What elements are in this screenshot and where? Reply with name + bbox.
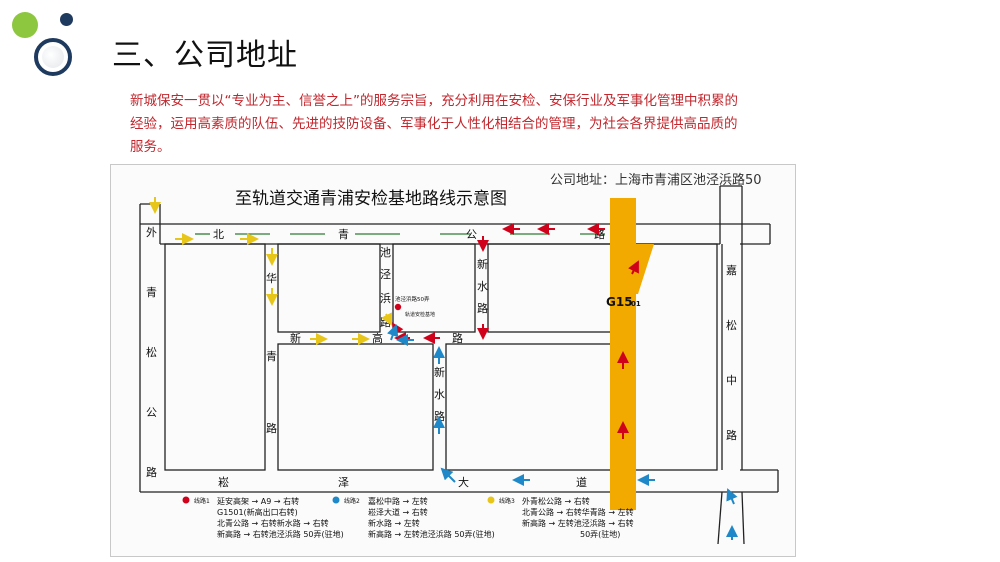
road-huaqing-char: 路 bbox=[266, 422, 277, 435]
legend-route3-line: 50弄(驻地) bbox=[580, 529, 620, 539]
road-bottom-char: 崧 bbox=[218, 476, 229, 489]
road-top-char: 北 bbox=[213, 228, 224, 241]
road-right-char: 中 bbox=[726, 374, 737, 387]
road-chijing-char: 浜 bbox=[380, 292, 391, 305]
road-right-char: 路 bbox=[726, 429, 737, 442]
road-xingao-char: 路 bbox=[452, 332, 463, 345]
road-left-char: 青 bbox=[146, 286, 157, 299]
decor-navy-dot bbox=[60, 13, 73, 26]
road-right-char: 松 bbox=[726, 318, 737, 332]
map-title: 至轨道交通青浦安检基地路线示意图 bbox=[235, 189, 507, 209]
road-top-char: 路 bbox=[594, 228, 605, 241]
road-chijing-char: 泾 bbox=[380, 268, 391, 281]
road-xinshui-bottom-char: 水 bbox=[434, 388, 445, 401]
road-top-char: 青 bbox=[338, 228, 349, 241]
route3-arrows bbox=[149, 197, 392, 345]
road-xinshui-top-char: 新 bbox=[477, 257, 488, 271]
highway-label-sub: 01 bbox=[631, 300, 641, 308]
legend-route1-line: 北青公路 → 右转新水路 → 右转 bbox=[217, 518, 329, 528]
legend-route3-line: 外青松公路 → 右转 bbox=[522, 496, 590, 506]
destination-marker bbox=[394, 303, 402, 311]
legend-route2-line: 崧泽大道 → 右转 bbox=[368, 507, 428, 517]
map-address: 公司地址：上海市青浦区池泾浜路50 bbox=[550, 172, 762, 188]
road-right-char: 嘉 bbox=[726, 263, 737, 277]
decor-green-dot bbox=[12, 12, 38, 38]
map-frame bbox=[110, 164, 796, 557]
intro-paragraph: 新城保安一贯以“专业为主、信誉之上”的服务宗旨，充分利用在安检、安保行业及军事化… bbox=[130, 93, 738, 155]
legend-route1-dot bbox=[182, 496, 190, 504]
legend-route2-line: 新水路 → 左转 bbox=[368, 518, 420, 528]
legend-route2-line: 嘉松中路 → 左转 bbox=[368, 496, 428, 506]
legend-route1-line: G1501(新高出口右转) bbox=[217, 507, 298, 517]
road-chijing-char: 池 bbox=[380, 246, 391, 259]
route2-arrows bbox=[386, 324, 738, 540]
legend-route1-line: 新高路 → 右转池泾浜路 50弄(驻地) bbox=[217, 529, 344, 539]
legend-route1-name: 线路1 bbox=[194, 497, 210, 505]
road-left-char: 路 bbox=[146, 466, 157, 479]
destination-label-2: 轨道安检基地 bbox=[405, 311, 435, 318]
road-xingao-char: 新 bbox=[290, 331, 301, 345]
legend-route2-dot bbox=[332, 496, 340, 504]
legend-route2-name: 线路2 bbox=[344, 497, 360, 505]
legend-route3-dot bbox=[487, 496, 495, 504]
route-map: 公司地址：上海市青浦区池泾浜路50 至轨道交通青浦安检基地路线示意图 G15 0… bbox=[110, 164, 796, 557]
legend-route1-line: 延安高架 → A9 → 右转 bbox=[217, 496, 299, 506]
road-bottom-char: 道 bbox=[576, 475, 587, 489]
road-huaqing-char: 青 bbox=[266, 350, 277, 363]
road-left-char: 公 bbox=[146, 406, 157, 419]
road-xinshui-bottom-char: 新 bbox=[434, 365, 445, 379]
route1-arrows bbox=[391, 223, 639, 439]
road-bottom-char: 大 bbox=[458, 475, 469, 489]
road-xinshui-top-char: 路 bbox=[477, 302, 488, 315]
road-xingao-char: 高 bbox=[372, 331, 383, 345]
slide-title: 三、公司地址 bbox=[112, 38, 298, 73]
highway-label: G15 bbox=[606, 295, 633, 309]
road-bottom-char: 泽 bbox=[338, 476, 349, 489]
road-xinshui-top-char: 水 bbox=[477, 280, 488, 293]
legend-route3-line: 北青公路 → 右转华青路 → 左转 bbox=[522, 507, 634, 517]
road-left-char: 松 bbox=[146, 345, 157, 359]
road-left-char: 外 bbox=[146, 226, 157, 239]
destination-label-1: 池泾浜路50弄 bbox=[395, 295, 430, 303]
decor-ring bbox=[34, 38, 72, 76]
highway-ramp bbox=[630, 244, 654, 294]
legend-route3-line: 新高路 → 左转池泾浜路 → 右转 bbox=[522, 518, 634, 528]
road-top-char: 公 bbox=[466, 228, 477, 241]
road-huaqing-char: 华 bbox=[266, 271, 277, 285]
route-legend: 线路1 延安高架 → A9 → 右转 G1501(新高出口右转) 北青公路 → … bbox=[182, 496, 634, 539]
legend-route2-line: 新高路 → 左转池泾浜路 50弄(驻地) bbox=[368, 529, 495, 539]
legend-route3-name: 线路3 bbox=[499, 497, 515, 505]
